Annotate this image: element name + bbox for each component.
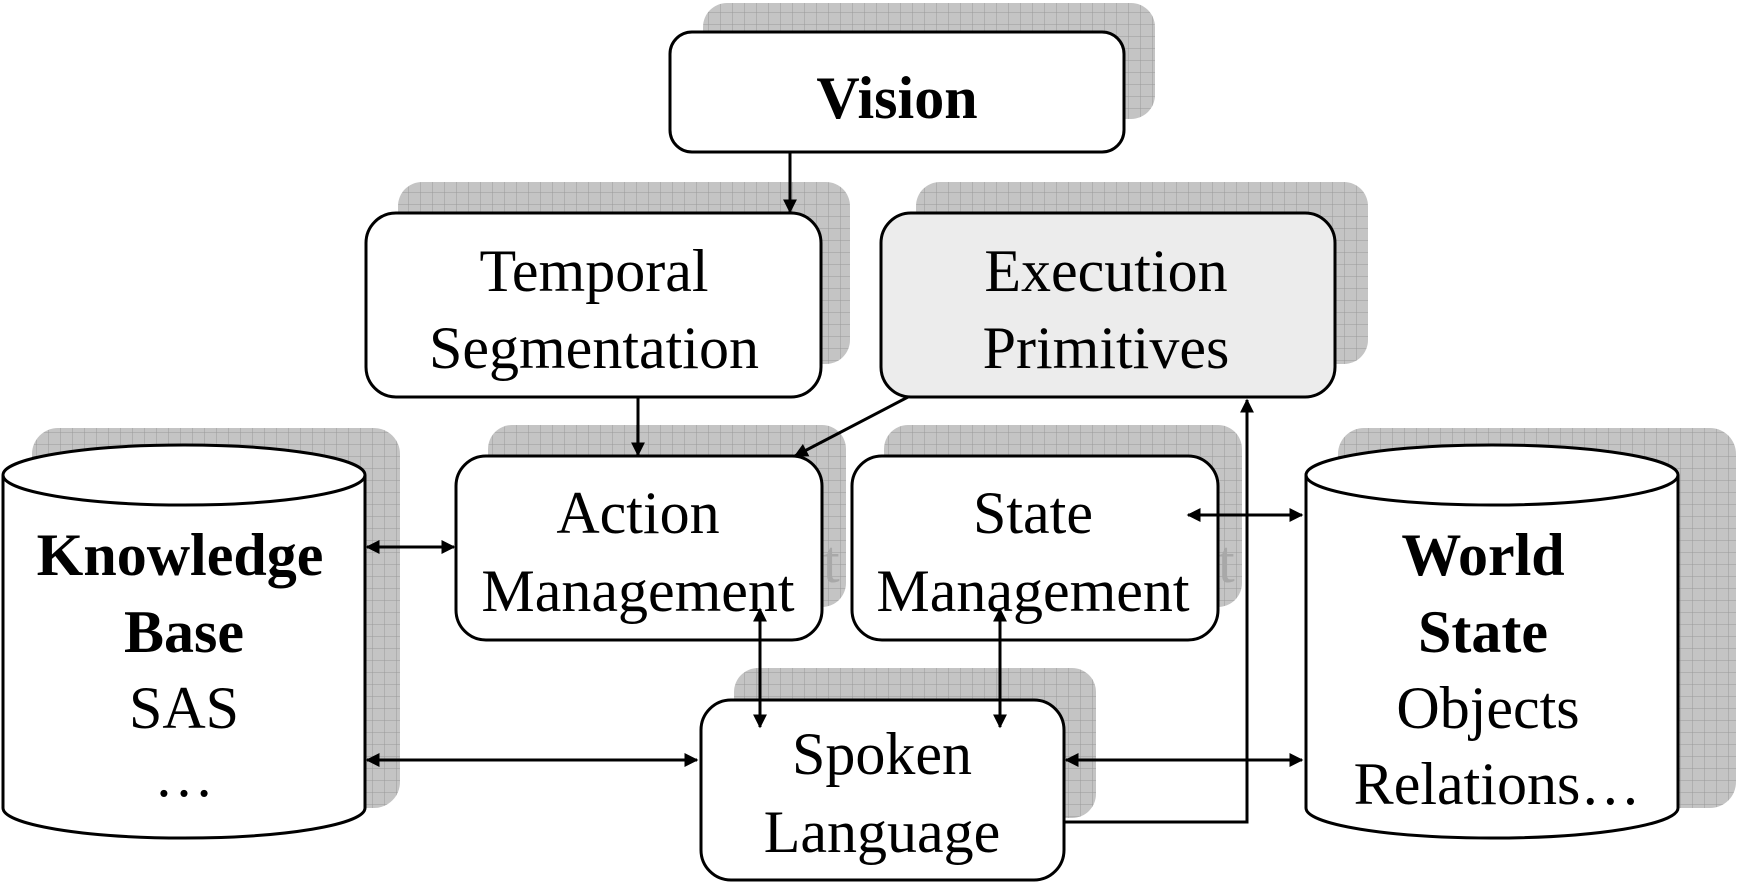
knowledge-base-top xyxy=(1,443,367,507)
action-label-line2: Management xyxy=(481,558,795,624)
temporal-label-line1: Temporal xyxy=(479,238,708,304)
knowledge-base-label-line4: … xyxy=(154,743,214,809)
knowledge-base-label-line2: Base xyxy=(124,599,244,665)
world-state-label-line2: State xyxy=(1418,599,1548,665)
execution-box xyxy=(879,211,1337,399)
execution-node: Execution Primitives xyxy=(879,211,1337,399)
state-box xyxy=(850,454,1220,642)
arrow-execution-to-action xyxy=(793,395,909,458)
execution-label-line1: Execution xyxy=(984,238,1227,304)
knowledge-base-label-line3: SAS xyxy=(129,675,239,741)
world-state-label-line4: Relations… xyxy=(1354,751,1641,817)
arrow-spoken-to-execution xyxy=(1064,398,1254,824)
temporal-node: Temporal Segmentation xyxy=(364,211,823,399)
temporal-label-line2: Segmentation xyxy=(429,315,759,381)
knowledge-base-cylinder xyxy=(1,475,367,840)
state-label-line2: Management xyxy=(876,558,1190,624)
world-state-label-line3: Objects xyxy=(1396,675,1579,741)
state-node: State Management xyxy=(850,454,1220,642)
arrows xyxy=(365,152,1304,824)
vision-label: Vision xyxy=(816,65,977,131)
action-label-line1: Action xyxy=(556,480,719,546)
spoken-label-line2: Language xyxy=(764,799,1001,865)
action-node: Action Management xyxy=(454,454,824,642)
knowledge-base-label-line1: Knowledge xyxy=(37,522,324,588)
spoken-box xyxy=(699,698,1066,882)
knowledge-base-node: Knowledge Base SAS … xyxy=(1,443,367,840)
state-label-line1: State xyxy=(973,480,1093,546)
spoken-node: Spoken Language xyxy=(699,698,1066,882)
vision-box xyxy=(668,30,1126,154)
state-shadow-mark: t xyxy=(1218,529,1235,595)
world-state-cylinder xyxy=(1304,475,1680,840)
world-state-top xyxy=(1304,443,1680,507)
world-state-node: World State Objects Relations… xyxy=(1304,443,1680,840)
action-shadow-mark: t xyxy=(823,529,840,595)
temporal-box xyxy=(364,211,823,399)
spoken-label-line1: Spoken xyxy=(792,721,972,787)
execution-label-line2: Primitives xyxy=(983,315,1230,381)
vision-node: Vision xyxy=(668,30,1126,154)
world-state-label-line1: World xyxy=(1401,522,1564,588)
